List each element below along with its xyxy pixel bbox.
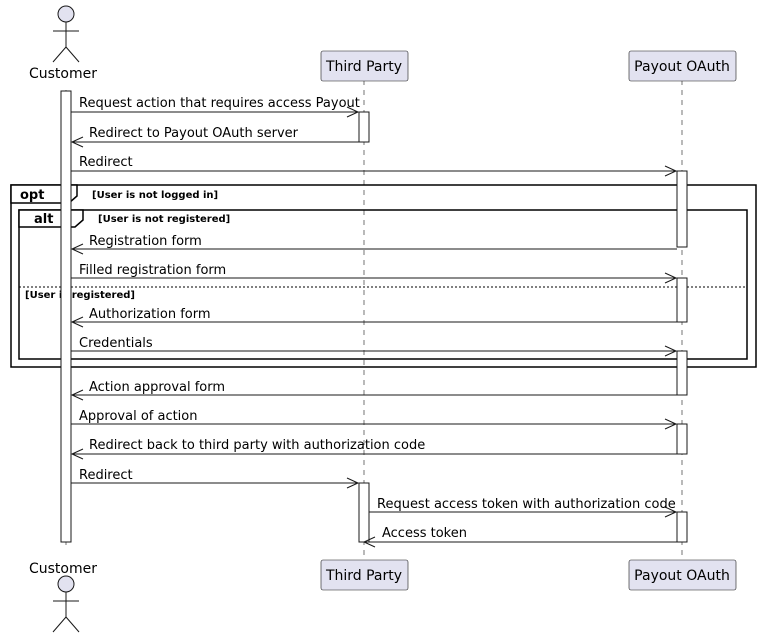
third-party-participant-bottom: Third Party xyxy=(320,559,409,591)
message-12: Request access token with authorization … xyxy=(369,497,678,518)
customer-label-bottom: Customer xyxy=(29,561,97,577)
third-party-activation-1 xyxy=(358,111,370,143)
third-party-label-bottom: Third Party xyxy=(325,568,402,584)
message-13-label: Access token xyxy=(382,526,467,541)
message-9-label: Approval of action xyxy=(79,409,198,424)
message-9: Approval of action xyxy=(71,409,678,430)
message-1: Request action that requires access Payo… xyxy=(71,96,360,118)
alt-keyword: alt xyxy=(34,212,53,227)
message-2: Redirect to Payout OAuth server xyxy=(70,126,359,148)
payout-oauth-participant-top: Payout OAuth xyxy=(628,50,737,82)
customer-label-top: Customer xyxy=(29,66,97,82)
customer-actor-bottom: Customer xyxy=(29,561,97,633)
message-13: Access token xyxy=(362,526,677,548)
opt-guard: [User is not logged in] xyxy=(92,190,218,201)
message-10-label: Redirect back to third party with author… xyxy=(89,438,425,453)
third-party-label-top: Third Party xyxy=(325,59,402,75)
payout-oauth-activation-3 xyxy=(676,350,688,396)
payout-oauth-activation-4 xyxy=(676,423,688,455)
message-1-label: Request action that requires access Payo… xyxy=(79,96,360,111)
third-party-participant-top: Third Party xyxy=(320,50,409,82)
opt-keyword: opt xyxy=(20,188,44,203)
payout-oauth-participant-bottom: Payout OAuth xyxy=(628,559,737,591)
payout-oauth-label-top: Payout OAuth xyxy=(634,59,730,75)
message-6-label: Authorization form xyxy=(89,307,211,322)
message-4: Registration form xyxy=(70,234,677,255)
actor-icon xyxy=(52,5,80,63)
alt-else-guard: [User is registered] xyxy=(25,290,135,301)
message-5-label: Filled registration form xyxy=(79,263,226,278)
alt-guard: [User is not registered] xyxy=(98,214,230,225)
message-2-label: Redirect to Payout OAuth server xyxy=(89,126,299,141)
message-3: Redirect xyxy=(71,155,678,177)
message-6: Authorization form xyxy=(70,307,677,328)
payout-oauth-activation-1 xyxy=(676,170,688,248)
payout-oauth-label-bottom: Payout OAuth xyxy=(634,568,730,584)
customer-actor-top: Customer xyxy=(29,5,97,82)
message-5: Filled registration form xyxy=(71,263,678,284)
customer-activation xyxy=(60,90,72,543)
message-11-label: Redirect xyxy=(79,468,133,483)
message-10: Redirect back to third party with author… xyxy=(70,438,677,460)
payout-oauth-activation-2 xyxy=(676,277,688,323)
actor-icon xyxy=(52,575,80,633)
message-3-label: Redirect xyxy=(79,155,133,170)
payout-oauth-activation-5 xyxy=(676,511,688,543)
message-12-label: Request access token with authorization … xyxy=(377,497,676,512)
message-4-label: Registration form xyxy=(89,234,202,249)
message-8: Action approval form xyxy=(70,380,677,401)
message-7-label: Credentials xyxy=(79,336,153,351)
message-7: Credentials xyxy=(71,336,678,357)
message-11: Redirect xyxy=(71,468,360,489)
third-party-activation-2 xyxy=(358,482,370,543)
message-8-label: Action approval form xyxy=(89,380,225,395)
